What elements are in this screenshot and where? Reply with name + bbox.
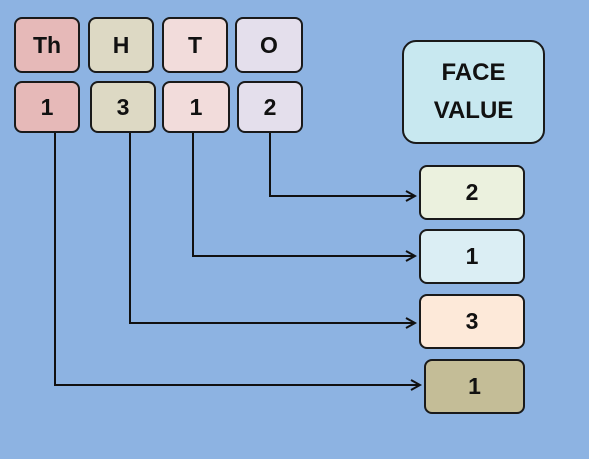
arrow-hundreds-to-face-value [129,133,415,323]
header-thousands: Th [14,17,80,73]
face-value-title-line2: VALUE [433,97,514,124]
arrow-thousands-to-face-value [54,133,420,385]
digit-hundreds: 3 [90,81,156,133]
header-hundreds: H [88,17,154,73]
header-ones: O [235,17,303,73]
digit-ones: 2 [237,81,303,133]
face-value-ones: 2 [419,165,525,220]
header-tens: T [162,17,228,73]
face-value-title-line1: FACE [441,59,506,86]
digit-tens: 1 [162,81,230,133]
digit-thousands: 1 [14,81,80,133]
arrow-tens-to-face-value [192,133,415,256]
face-value-title: FACE VALUE [402,40,545,144]
face-value-hundreds: 3 [419,294,525,349]
arrow-ones-to-face-value [269,133,415,196]
face-value-thousands: 1 [424,359,525,414]
face-value-tens: 1 [419,229,525,284]
